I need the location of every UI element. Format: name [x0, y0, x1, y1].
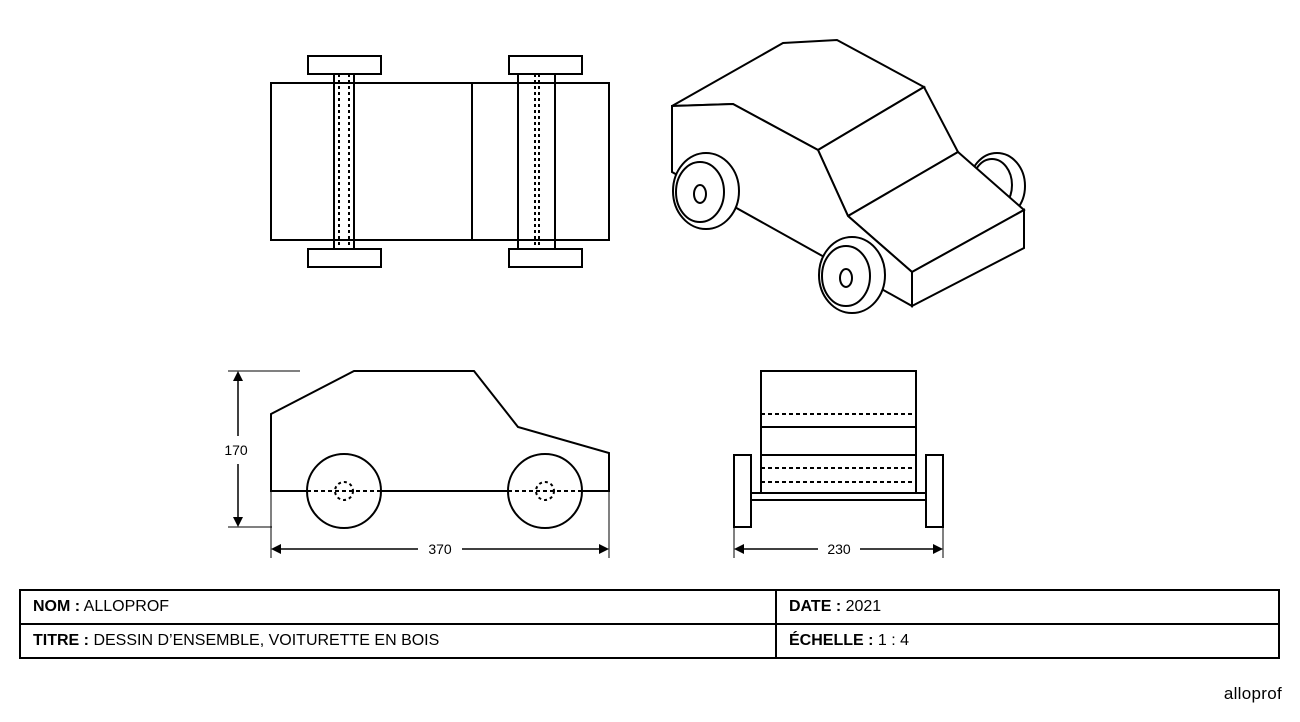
date-value: 2021: [845, 598, 882, 615]
dim-arrowhead: [599, 544, 609, 554]
alloprof-logo: alloprof: [1223, 684, 1282, 703]
top-view: [270, 55, 610, 268]
date-cell: DATE : 2021: [775, 589, 1280, 625]
isometric-view: [671, 38, 1026, 314]
height-dimension-label: 170: [224, 442, 248, 458]
side-view: 170 370: [224, 370, 610, 558]
front-view-wheel: [925, 454, 944, 528]
date-label: DATE :: [789, 598, 842, 615]
length-dimension-label: 370: [428, 541, 452, 557]
top-view-wheel: [307, 55, 382, 75]
nom-label: NOM :: [33, 598, 81, 615]
nom-value: ALLOPROF: [83, 598, 170, 615]
echelle-label: ÉCHELLE :: [789, 632, 874, 649]
nom-cell: NOM : ALLOPROF: [19, 589, 777, 625]
top-view-wheel: [307, 248, 382, 268]
dim-arrowhead: [271, 544, 281, 554]
front-view: 230: [733, 370, 944, 558]
dim-arrowhead: [233, 371, 243, 381]
front-view-wheel: [733, 454, 752, 528]
side-view-axle-hole: [535, 481, 555, 501]
side-view-body: [270, 370, 610, 492]
dim-arrowhead: [933, 544, 943, 554]
top-view-wheel: [508, 248, 583, 268]
top-view-body: [270, 82, 610, 241]
width-dimension-label: 230: [827, 541, 851, 557]
technical-drawing: 170 370 230: [224, 38, 1026, 558]
title-block-row: NOM : ALLOPROF DATE : 2021: [19, 589, 1280, 625]
dim-arrowhead: [734, 544, 744, 554]
title-block-row: TITRE : DESSIN D’ENSEMBLE, VOITURETTE EN…: [19, 623, 1280, 659]
echelle-value: 1 : 4: [877, 632, 910, 649]
echelle-cell: ÉCHELLE : 1 : 4: [775, 623, 1280, 659]
front-view-body: [760, 370, 917, 494]
iso-wheel-rear-hub: [693, 184, 707, 204]
iso-wheel-front-hub: [839, 268, 853, 288]
titre-value: DESSIN D’ENSEMBLE, VOITURETTE EN BOIS: [93, 632, 440, 649]
dim-arrowhead: [233, 517, 243, 527]
top-view-wheel: [508, 55, 583, 75]
side-view-axle-hole: [334, 481, 354, 501]
title-block: NOM : ALLOPROF DATE : 2021 TITRE : DESSI…: [19, 589, 1280, 659]
titre-label: TITRE :: [33, 632, 89, 649]
titre-cell: TITRE : DESSIN D’ENSEMBLE, VOITURETTE EN…: [19, 623, 777, 659]
